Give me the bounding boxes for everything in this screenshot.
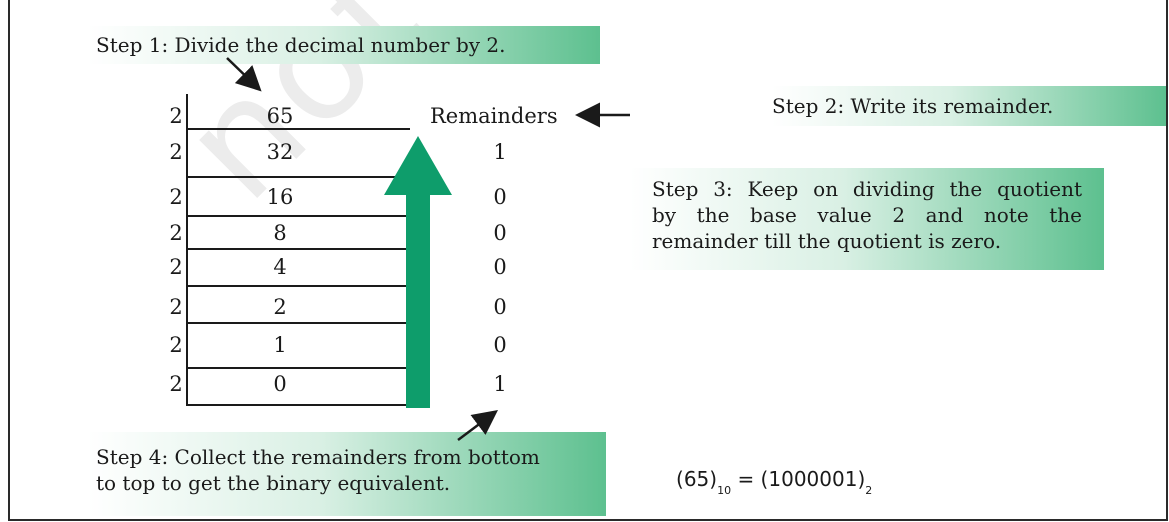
step4-line: Step 4: Collect the remainders from bott…	[96, 445, 540, 469]
table-row-divider	[186, 322, 410, 324]
remainders-header: Remainders	[430, 104, 558, 128]
result-binary: 1000001	[768, 467, 858, 491]
step1-arrow	[226, 57, 262, 92]
quotient-cell: 65	[266, 104, 294, 128]
remainder-cell: 1	[493, 372, 507, 396]
result-binary-base: 2	[865, 484, 873, 497]
table-row-divider	[186, 367, 410, 369]
result-equation: (65)10 = (1000001)2	[676, 467, 873, 497]
step4-box: Step 4: Collect the remainders from bott…	[88, 432, 606, 516]
quotient-cell: 0	[273, 372, 287, 396]
step4-arrow	[457, 410, 498, 441]
result-decimal: 65	[683, 467, 710, 491]
divisor-cell: 2	[169, 295, 183, 319]
quotient-cell: 8	[273, 221, 287, 245]
table-row-divider	[186, 176, 410, 178]
divisor-cell: 2	[169, 140, 183, 164]
divisor-cell: 2	[169, 372, 183, 396]
remainder-cell: 0	[493, 185, 507, 209]
step1-box: Step 1: Divide the decimal number by 2.	[88, 26, 600, 64]
divisor-cell: 2	[169, 104, 183, 128]
table-vertical-line	[186, 94, 188, 406]
remainder-cell: 0	[493, 295, 507, 319]
table-row-divider	[186, 285, 410, 287]
step1-text: Step 1: Divide the decimal number by 2.	[96, 33, 506, 57]
table-row-divider	[186, 248, 410, 250]
quotient-cell: 32	[266, 140, 294, 164]
result-decimal-base: 10	[717, 484, 732, 497]
collect-upward-arrow	[384, 136, 452, 408]
result-equals: =	[737, 467, 755, 491]
divisor-cell: 2	[169, 185, 183, 209]
table-row-divider	[186, 404, 410, 406]
step2-box: Step 2: Write its remainder.	[772, 86, 1166, 126]
quotient-cell: 2	[273, 295, 287, 319]
divisor-cell: 2	[169, 255, 183, 279]
remainder-cell: 1	[493, 140, 507, 164]
step4-line: to top to get the binary equivalent.	[96, 471, 451, 495]
quotient-cell: 4	[273, 255, 287, 279]
divisor-cell: 2	[169, 333, 183, 357]
table-row-divider	[186, 215, 410, 217]
quotient-cell: 1	[273, 333, 287, 357]
step3-box: Step 3: Keep on dividing the quotient by…	[630, 168, 1104, 270]
remainder-cell: 0	[493, 255, 507, 279]
step3-line: remainder till the quotient is zero.	[652, 229, 1002, 253]
remainder-cell: 0	[493, 333, 507, 357]
divisor-cell: 2	[169, 221, 183, 245]
quotient-cell: 16	[266, 185, 294, 209]
step3-line: Step 3: Keep on dividing the quotient	[652, 177, 1082, 201]
step2-text: Step 2: Write its remainder.	[772, 94, 1054, 118]
table-row-divider	[186, 128, 410, 130]
remainder-cell: 0	[493, 221, 507, 245]
diagram-frame	[8, 0, 1168, 521]
step3-line: by the base value 2 and note the	[652, 203, 1082, 227]
